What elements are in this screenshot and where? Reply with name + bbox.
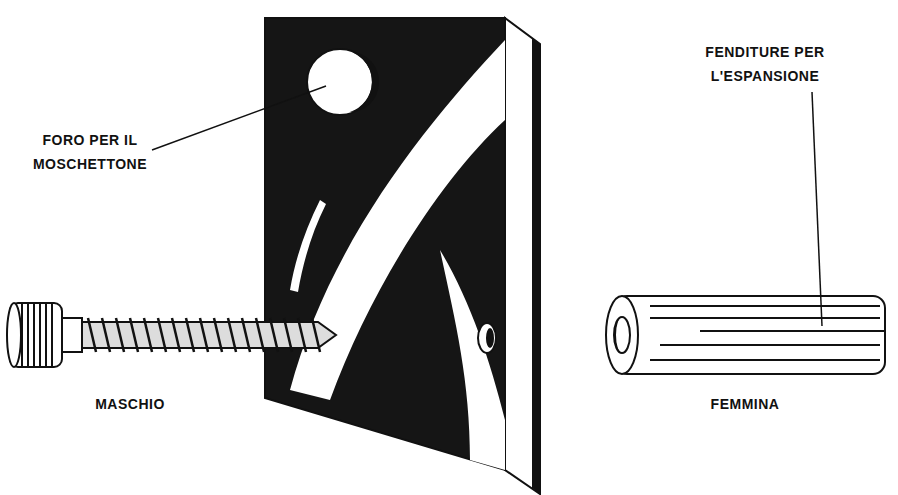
leader-line — [152, 86, 326, 150]
leader-line — [812, 92, 822, 326]
part-label: FENDITURE PER L'ESPANSIONE — [680, 40, 850, 88]
plug-bore — [614, 317, 630, 353]
plug-end — [606, 296, 638, 374]
screw-neck — [62, 318, 82, 352]
bracket-face — [265, 18, 505, 470]
thread-ridge — [312, 318, 320, 352]
screw-hole-shadow — [486, 328, 494, 348]
thread-ridge — [200, 318, 208, 352]
thread-ridge — [158, 318, 166, 352]
thread-ridge — [102, 318, 110, 352]
thread-ridge — [242, 318, 250, 352]
thread-ridge — [228, 318, 236, 352]
thread-ridge — [214, 318, 222, 352]
thread-ridge — [186, 318, 194, 352]
expansion-slits — [650, 306, 885, 360]
thread-ridge — [270, 318, 278, 352]
thread-ridge — [116, 318, 124, 352]
wall-plug — [615, 296, 885, 374]
knurling — [22, 304, 52, 366]
bracket-highlight — [440, 250, 505, 470]
screw-head-end — [7, 303, 21, 367]
thread-ridge — [130, 318, 138, 352]
thread-ridge — [298, 318, 306, 352]
hole-shadow — [350, 52, 379, 112]
part-label: FEMMINA — [680, 392, 810, 416]
bracket-highlight — [290, 200, 326, 292]
thread-ridge — [172, 318, 180, 352]
thread-ridge — [144, 318, 152, 352]
bracket-flange — [505, 18, 540, 494]
part-label: MASCHIO — [70, 392, 190, 416]
plug-bore-shadow — [614, 317, 622, 353]
thread-ridge — [284, 318, 292, 352]
screw-hole — [478, 323, 496, 353]
thread-ridge — [256, 318, 264, 352]
screw-thread — [88, 318, 320, 352]
bracket-edge — [532, 38, 540, 494]
part-label: FORO PER IL MOSCHETTONE — [20, 128, 160, 176]
thread-ridge — [88, 318, 96, 352]
